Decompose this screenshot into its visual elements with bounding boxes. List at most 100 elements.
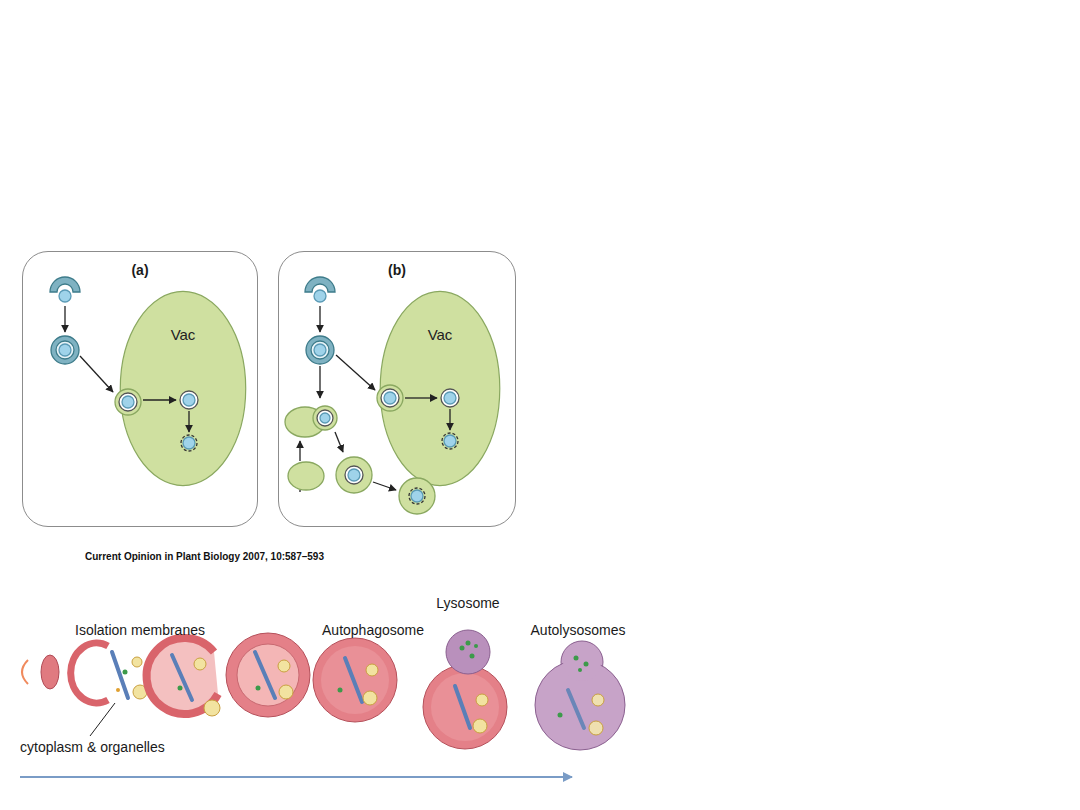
illustration-line	[335, 432, 343, 452]
illustration-circle	[59, 344, 71, 356]
illustration-line	[64, 306, 65, 332]
illustration-circle	[399, 478, 435, 514]
illustration-line	[299, 441, 300, 461]
illustration-path	[71, 643, 108, 703]
panel-b-pathway	[285, 277, 459, 514]
illustration-circle	[180, 391, 198, 409]
illustration-circle	[574, 656, 579, 661]
illustration-circle	[589, 721, 603, 735]
stage-label: Autolysosomes	[531, 622, 626, 638]
illustration-circle	[336, 457, 372, 493]
illustration-circle	[178, 686, 183, 691]
illustration-circle	[314, 344, 326, 356]
illustration-circle	[183, 437, 195, 449]
illustration-circle	[377, 385, 403, 411]
vacuole-label: Vac	[171, 326, 196, 343]
illustration-circle	[116, 688, 120, 692]
panel-heading: (a)	[131, 262, 148, 278]
illustration-circle	[204, 700, 220, 716]
illustration-line	[172, 655, 192, 700]
illustration-circle	[183, 394, 195, 406]
autophagy-sequence	[20, 630, 625, 777]
illustration-circle	[256, 686, 261, 691]
panel-heading: (b)	[388, 262, 406, 278]
illustration-circle	[115, 389, 141, 415]
illustration-circle	[338, 688, 343, 693]
illustration-circle	[473, 719, 487, 733]
illustration-circle	[384, 392, 396, 404]
illustration-circle	[237, 644, 299, 706]
illustration-circle	[313, 638, 397, 722]
illustration-line	[455, 686, 470, 728]
vacuole-fill	[120, 291, 245, 485]
illustration-circle	[474, 644, 478, 648]
illustration-ellipse	[288, 462, 324, 490]
illustration-circle	[279, 685, 293, 699]
stage-label: Autophagosome	[322, 622, 424, 638]
panel-a-pathway	[50, 277, 198, 451]
illustration-circle	[313, 406, 337, 430]
illustration-circle	[314, 290, 326, 302]
illustration-circle	[584, 662, 589, 667]
illustration-line	[373, 482, 396, 490]
stage-label: Lysosome	[436, 595, 499, 611]
illustration-circle	[320, 413, 330, 423]
illustration-circle	[278, 660, 290, 672]
illustration-circle	[563, 643, 601, 681]
illustration-circle	[470, 654, 475, 659]
illustration-circle	[411, 490, 423, 502]
illustration-line	[449, 409, 450, 430]
illustration-circle	[466, 641, 471, 646]
illustration-circle	[345, 466, 363, 484]
illustration-line	[90, 703, 115, 736]
illustration-circle	[592, 694, 604, 706]
illustration-line	[143, 399, 176, 400]
illustration-circle	[119, 393, 137, 411]
illustration-circle	[431, 673, 499, 741]
illustration-circle	[363, 691, 377, 705]
illustration-circle	[444, 435, 456, 447]
illustration-circle	[423, 665, 507, 749]
illustration-line	[405, 397, 437, 398]
illustration-line	[319, 366, 320, 398]
vacuole-outline	[119, 290, 247, 487]
stage-label: cytoplasm & organelles	[20, 739, 165, 755]
illustration-circle	[446, 630, 490, 674]
illustration-line	[568, 690, 584, 728]
illustration-circle	[56, 341, 74, 359]
illustration-circle	[132, 657, 142, 667]
illustration-circle	[226, 633, 310, 717]
illustration-ellipse	[41, 655, 59, 689]
illustration-circle	[558, 713, 563, 718]
illustration-circle	[476, 694, 488, 706]
illustration-circle	[181, 435, 197, 451]
illustration-circle	[51, 336, 79, 364]
illustration-line	[319, 306, 320, 332]
illustration-circle	[321, 646, 389, 714]
illustration-line	[112, 652, 128, 698]
illustration-circle	[441, 389, 459, 407]
illustration-circle	[409, 488, 425, 504]
illustration-circle	[460, 646, 465, 651]
illustration-circle	[122, 396, 134, 408]
illustration-circle	[442, 433, 458, 449]
illustration-line	[336, 355, 375, 390]
vacuole-oval: Vac	[119, 290, 247, 487]
illustration-circle	[311, 341, 329, 359]
illustration-path	[22, 660, 28, 684]
illustration-line	[299, 490, 300, 492]
illustration-circle	[194, 658, 206, 670]
illustration-circle	[123, 670, 128, 675]
vacuole-label: Vac	[428, 326, 453, 343]
illustration-circle	[444, 392, 456, 404]
illustration-line	[20, 776, 572, 778]
illustration-circle	[366, 664, 378, 676]
illustration-circle	[59, 290, 71, 302]
illustration-circle	[317, 410, 333, 426]
illustration-circle	[348, 469, 360, 481]
stage-label: Isolation membranes	[75, 622, 205, 638]
illustration-line	[80, 356, 113, 392]
citation-caption: Current Opinion in Plant Biology 2007, 1…	[85, 551, 324, 562]
